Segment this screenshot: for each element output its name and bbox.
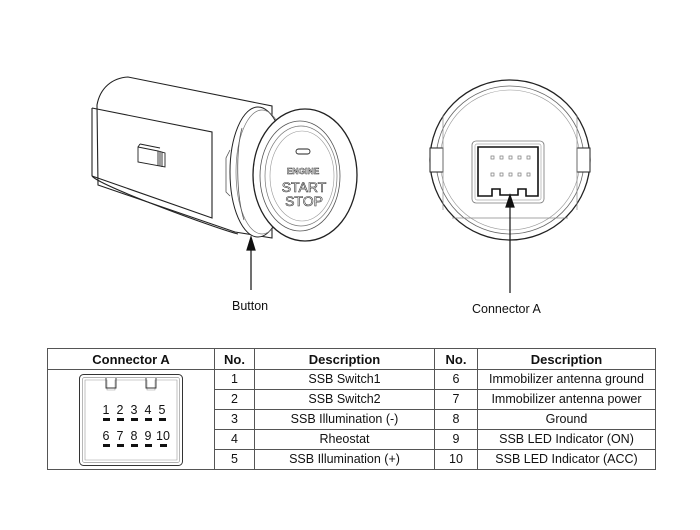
cell-description: Ground bbox=[477, 409, 656, 430]
pin-label: 2 bbox=[113, 404, 127, 421]
start-stop-switch-figure: ENGINE START STOP bbox=[91, 76, 591, 293]
table-row: 2 SSB Switch2 7 Immobilizer antenna powe… bbox=[48, 389, 656, 410]
cell-no: 8 bbox=[434, 409, 478, 430]
button-illustration: ENGINE START STOP bbox=[91, 76, 358, 290]
pin-label: 5 bbox=[155, 404, 169, 421]
cell-no: 1 bbox=[214, 369, 255, 390]
button-face-stop: STOP bbox=[285, 193, 323, 209]
cell-description: SSB Illumination (-) bbox=[254, 409, 435, 430]
latch-icon bbox=[137, 143, 166, 168]
cell-no: 7 bbox=[434, 389, 478, 410]
pin-label: 8 bbox=[127, 430, 141, 447]
table-row: 1 2 3 4 5 6 7 8 9 10 1 SSB Swit bbox=[47, 369, 656, 470]
header-description-right: Description bbox=[477, 348, 656, 370]
pin-label: 10 bbox=[156, 430, 170, 447]
connector-a-pinout-diagram: 1 2 3 4 5 6 7 8 9 10 bbox=[79, 374, 183, 466]
connector-a-callout-label: Connector A bbox=[472, 302, 541, 316]
pin-label: 3 bbox=[127, 404, 141, 421]
pin-label: 7 bbox=[113, 430, 127, 447]
cell-no: 10 bbox=[434, 449, 478, 470]
table-row: 4 Rheostat 9 SSB LED Indicator (ON) bbox=[48, 429, 656, 450]
cell-no: 2 bbox=[214, 389, 255, 410]
table-row: 3 SSB Illumination (-) 8 Ground bbox=[48, 409, 656, 430]
cell-description: SSB Switch1 bbox=[254, 369, 435, 390]
connector-a-diagram-cell: 1 2 3 4 5 6 7 8 9 10 bbox=[47, 369, 215, 470]
cell-no: 9 bbox=[434, 429, 478, 450]
table-row: 5 SSB Illumination (+) 10 SSB LED Indica… bbox=[48, 449, 656, 470]
button-callout-label: Button bbox=[232, 299, 269, 313]
button-callout-arrow bbox=[246, 234, 256, 290]
connector-a-socket bbox=[471, 140, 545, 204]
table-header-row: Connector A No. Description No. Descript… bbox=[47, 348, 656, 370]
cell-description: SSB LED Indicator (ON) bbox=[477, 429, 656, 450]
header-no-right: No. bbox=[434, 348, 478, 370]
header-description-left: Description bbox=[254, 348, 435, 370]
cell-description: Rheostat bbox=[254, 429, 435, 450]
cell-description: Immobilizer antenna power bbox=[477, 389, 656, 410]
connector-illustration bbox=[429, 79, 591, 293]
cell-no: 4 bbox=[214, 429, 255, 450]
pin-label: 9 bbox=[141, 430, 155, 447]
cell-no: 6 bbox=[434, 369, 478, 390]
cell-description: SSB LED Indicator (ACC) bbox=[477, 449, 656, 470]
connector-pin-holes bbox=[490, 155, 531, 177]
cell-no: 5 bbox=[214, 449, 255, 470]
header-connector: Connector A bbox=[47, 348, 215, 370]
connector-pin-table: Connector A No. Description No. Descript… bbox=[47, 348, 656, 470]
cell-description: SSB Switch2 bbox=[254, 389, 435, 410]
pin-label: 4 bbox=[141, 404, 155, 421]
led-indicator-slot bbox=[295, 148, 311, 155]
cell-description: Immobilizer antenna ground bbox=[477, 369, 656, 390]
pin-label: 6 bbox=[99, 430, 113, 447]
button-bezel bbox=[252, 108, 358, 242]
cell-no: 3 bbox=[214, 409, 255, 430]
button-face-engine: ENGINE bbox=[287, 166, 320, 176]
pin-label: 1 bbox=[99, 404, 113, 421]
connector-callout-arrow bbox=[505, 193, 515, 293]
button-face-start: START bbox=[282, 179, 327, 195]
cell-description: SSB Illumination (+) bbox=[254, 449, 435, 470]
header-no-left: No. bbox=[214, 348, 255, 370]
